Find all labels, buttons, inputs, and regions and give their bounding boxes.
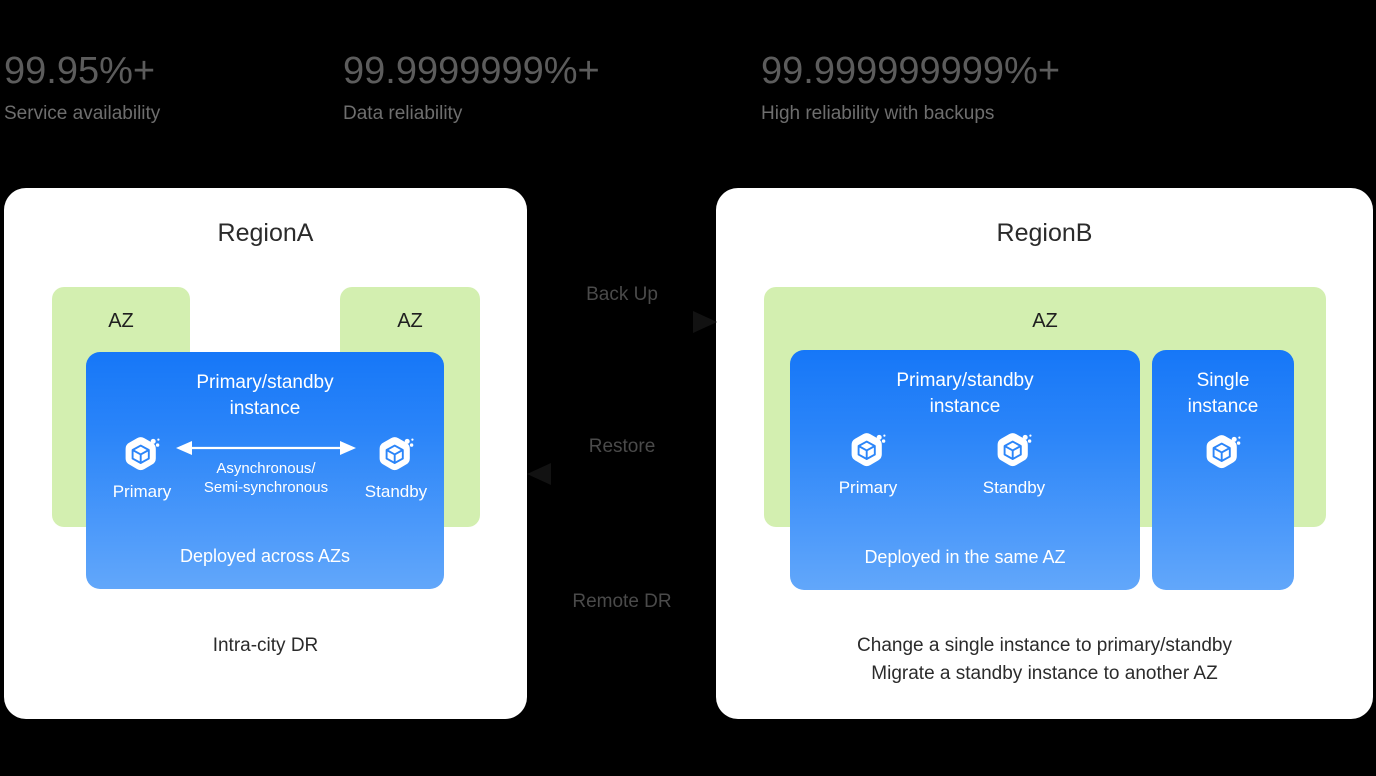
stats-row: 99.95%+ Service availability 99.9999999%…	[0, 0, 1376, 185]
node-caption: Primary	[112, 482, 172, 501]
region-a-caption: Intra-city DR	[212, 635, 319, 656]
arrow-right-icon	[527, 311, 717, 333]
transfer-remote-dr: Remote DR	[527, 590, 717, 614]
region-a-card: RegionA AZ AZ Primary/standby instance P…	[4, 188, 527, 719]
region-a-title: RegionA	[217, 219, 314, 247]
az-label: AZ	[108, 310, 134, 332]
region-a-primary-node: Primary	[94, 432, 190, 502]
instance-footer: Deployed in the same AZ	[864, 547, 1066, 567]
region-a-primary-standby-instance: Primary/standby instance Primary Asynchr…	[86, 352, 444, 589]
double-arrow-icon	[176, 441, 356, 455]
sync-label: Asynchronous/ Semi-synchronous	[203, 460, 329, 496]
region-b-primary-standby-instance: Primary/standby instance Primary	[790, 350, 1140, 590]
transfer-label: Remote DR	[572, 591, 672, 612]
arrow-left-icon	[527, 463, 717, 485]
cube-hexagon-icon	[1206, 435, 1241, 469]
stat-data-reliability: 99.9999999%+ Data reliability	[343, 48, 600, 126]
stat-high-reliability-backups: 99.999999999%+ High reliability with bac…	[761, 48, 1060, 126]
region-b-standby-node: Standby	[966, 428, 1062, 498]
region-b-title: RegionB	[996, 219, 1093, 247]
transfer-restore: Restore	[527, 435, 717, 487]
region-a-standby-node: Standby	[348, 432, 444, 502]
cube-hexagon-icon	[125, 437, 160, 471]
region-b-caption: Change a single instance to primary/stan…	[857, 635, 1232, 684]
region-b-card: RegionB AZ Primary/standby instance Prim…	[716, 188, 1373, 719]
stat-label: Service availability	[4, 103, 161, 124]
instance-title: Primary/standby instance	[896, 370, 1034, 417]
az-label: AZ	[397, 310, 423, 332]
region-a-sync-group: Asynchronous/ Semi-synchronous	[174, 438, 358, 497]
cube-hexagon-icon	[997, 433, 1032, 467]
node-caption: Primary	[838, 478, 898, 497]
node-caption: Standby	[982, 478, 1046, 497]
node-caption: Standby	[364, 482, 428, 501]
stat-value: 99.95%+	[4, 50, 156, 92]
stat-label: Data reliability	[343, 103, 463, 124]
transfer-label: Back Up	[586, 284, 658, 305]
instance-title: Single instance	[1187, 370, 1259, 417]
transfer-backup: Back Up	[527, 283, 717, 335]
cube-hexagon-icon	[379, 437, 414, 471]
az-label: AZ	[1032, 310, 1058, 332]
instance-title: Primary/standby instance	[196, 372, 334, 419]
stat-value: 99.9999999%+	[343, 50, 600, 92]
instance-footer: Deployed across AZs	[179, 546, 351, 566]
region-b-single-node	[1175, 430, 1271, 474]
region-b-single-instance: Single instance	[1152, 350, 1294, 590]
stat-value: 99.999999999%+	[761, 50, 1061, 92]
stat-label: High reliability with backups	[761, 103, 995, 124]
stat-service-availability: 99.95%+ Service availability	[4, 48, 160, 126]
cube-hexagon-icon	[851, 433, 886, 467]
region-b-primary-node: Primary	[820, 428, 916, 498]
transfer-label: Restore	[588, 436, 656, 457]
